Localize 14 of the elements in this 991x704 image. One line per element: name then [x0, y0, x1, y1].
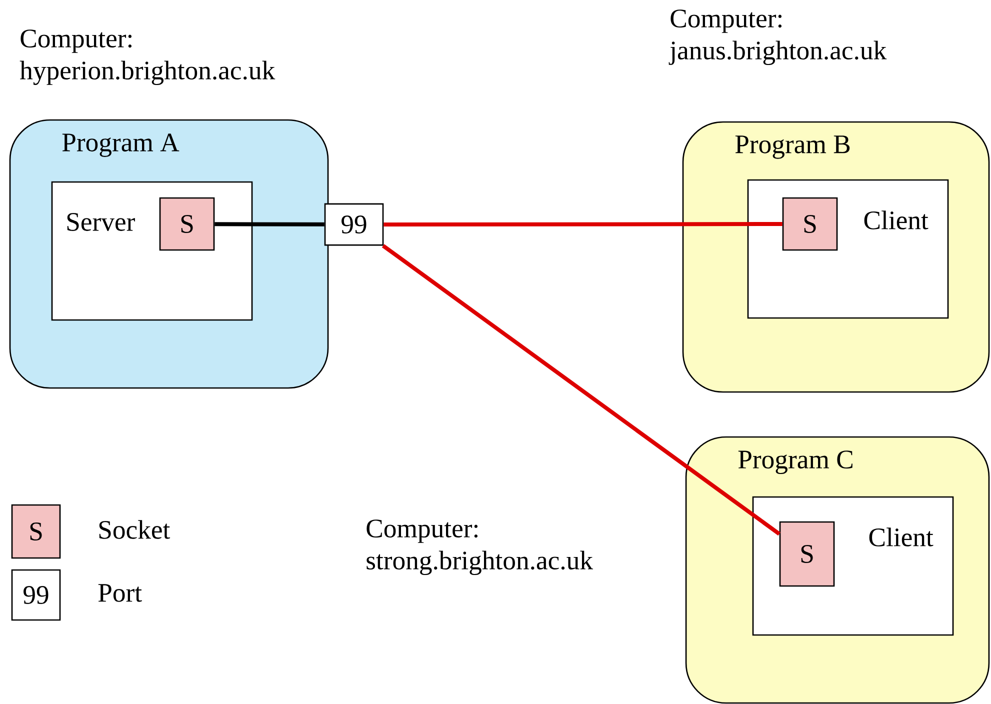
- port-box: 99: [324, 203, 384, 246]
- computer-label: Computer: hyperion.brighton.ac.uk: [20, 30, 276, 85]
- legend-symbol: S: [30, 522, 42, 540]
- connection-line: [214, 222, 324, 226]
- legend-symbol: 99: [24, 586, 48, 604]
- connection-line: [382, 244, 781, 536]
- socket-box: S: [159, 197, 215, 251]
- computer-label: Computer: strong.brighton.ac.uk: [366, 520, 593, 576]
- connection-line: [384, 222, 782, 226]
- socket-box: S: [782, 197, 838, 251]
- socket-box: S: [779, 521, 835, 587]
- computer-label: Computer: janus.brighton.ac.uk: [668, 10, 887, 65]
- legend-text: Socket: [99, 520, 170, 539]
- legend-text: Port: [98, 584, 142, 602]
